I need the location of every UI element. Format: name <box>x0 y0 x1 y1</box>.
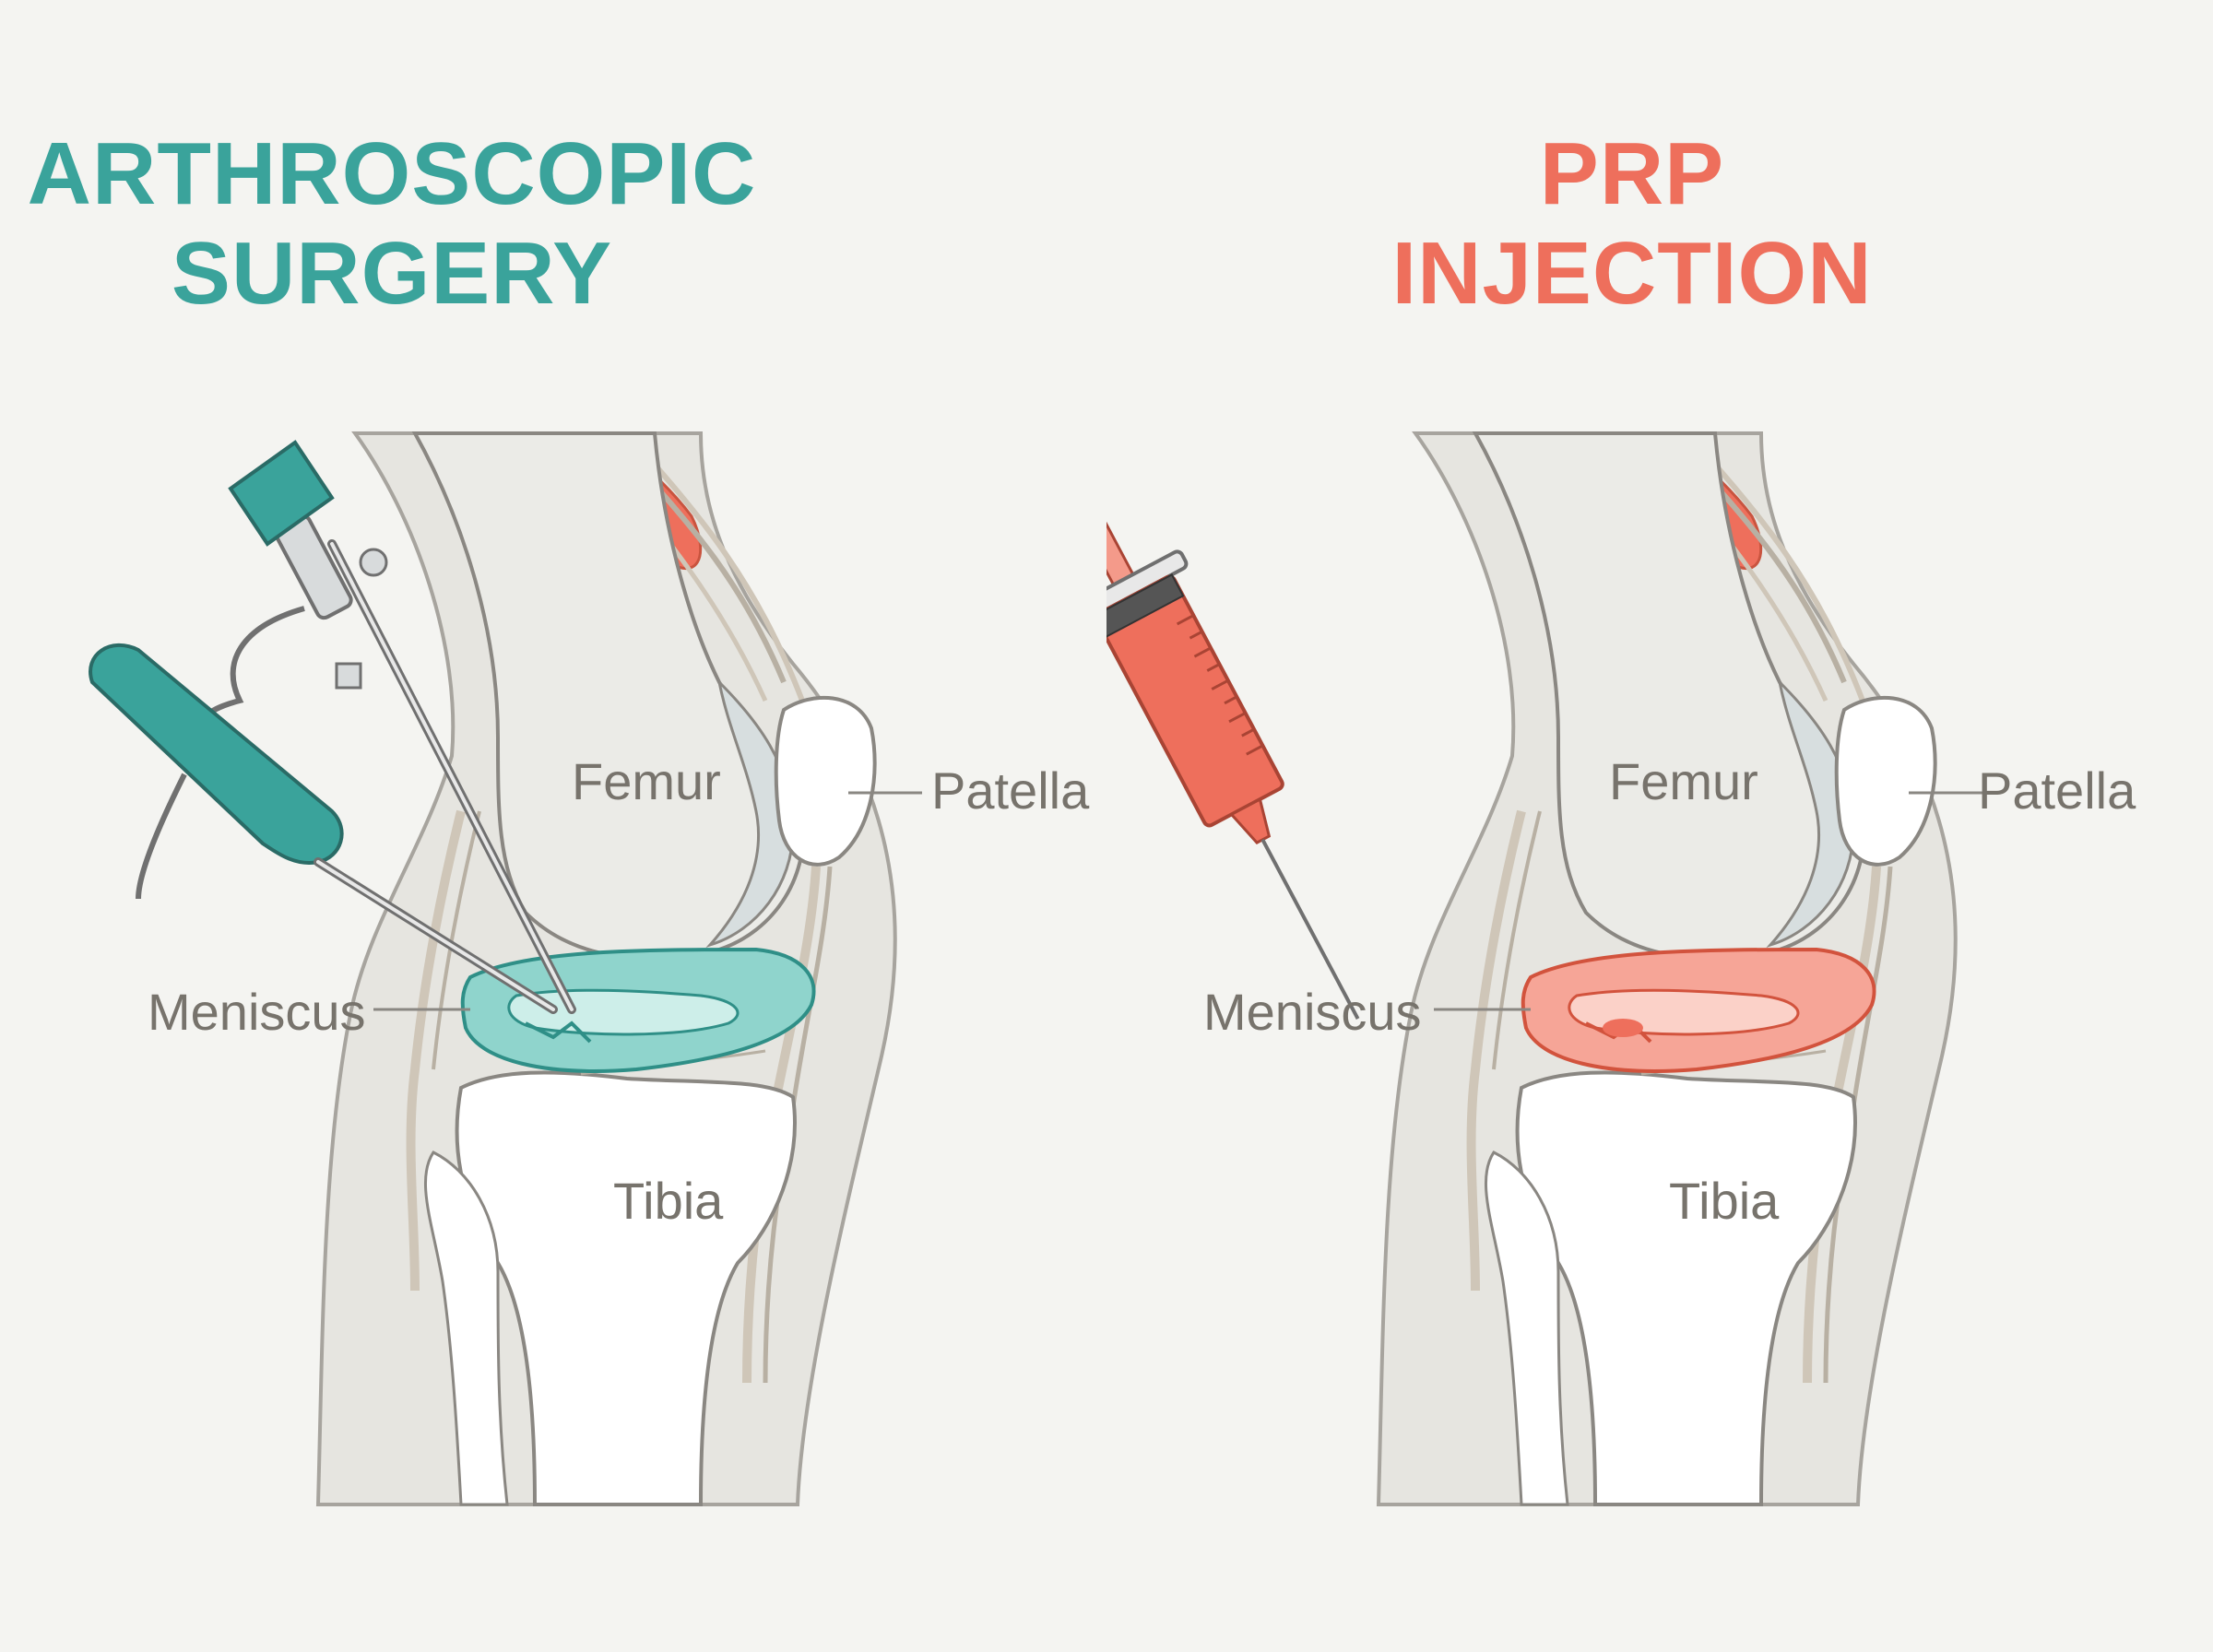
shaver-handle-icon <box>89 643 558 1014</box>
arthroscope-icon <box>195 440 576 1014</box>
prp-title: PRP INJECTION <box>1079 124 2185 324</box>
patella-label: Patella <box>931 761 1090 820</box>
meniscus-coral <box>1521 947 1876 1073</box>
femur-label: Femur <box>1609 752 1758 810</box>
femur-label: Femur <box>572 752 721 810</box>
title-line-2: INJECTION <box>1391 224 1873 323</box>
meniscus-label: Meniscus <box>148 983 366 1041</box>
arthroscopic-title: ARTHROSCOPIC SURGERY <box>0 124 945 324</box>
title-line-2: SURGERY <box>171 224 613 323</box>
prp-panel: PRP INJECTION <box>1106 0 2213 1652</box>
arthroscopic-panel: ARTHROSCOPIC SURGERY <box>0 0 1106 1652</box>
tibia-label: Tibia <box>1669 1172 1780 1230</box>
title-line-1: ARTHROSCOPIC <box>27 124 757 223</box>
knee-diagram <box>1106 0 1982 1652</box>
syringe-icon <box>1106 452 1360 1020</box>
patella-label: Patella <box>1978 761 2136 820</box>
meniscus-teal <box>460 947 816 1073</box>
meniscus-label: Meniscus <box>1203 983 1422 1041</box>
title-line-1: PRP <box>1539 124 1725 223</box>
tibia-label: Tibia <box>613 1172 724 1230</box>
knee-diagram <box>89 0 922 1652</box>
